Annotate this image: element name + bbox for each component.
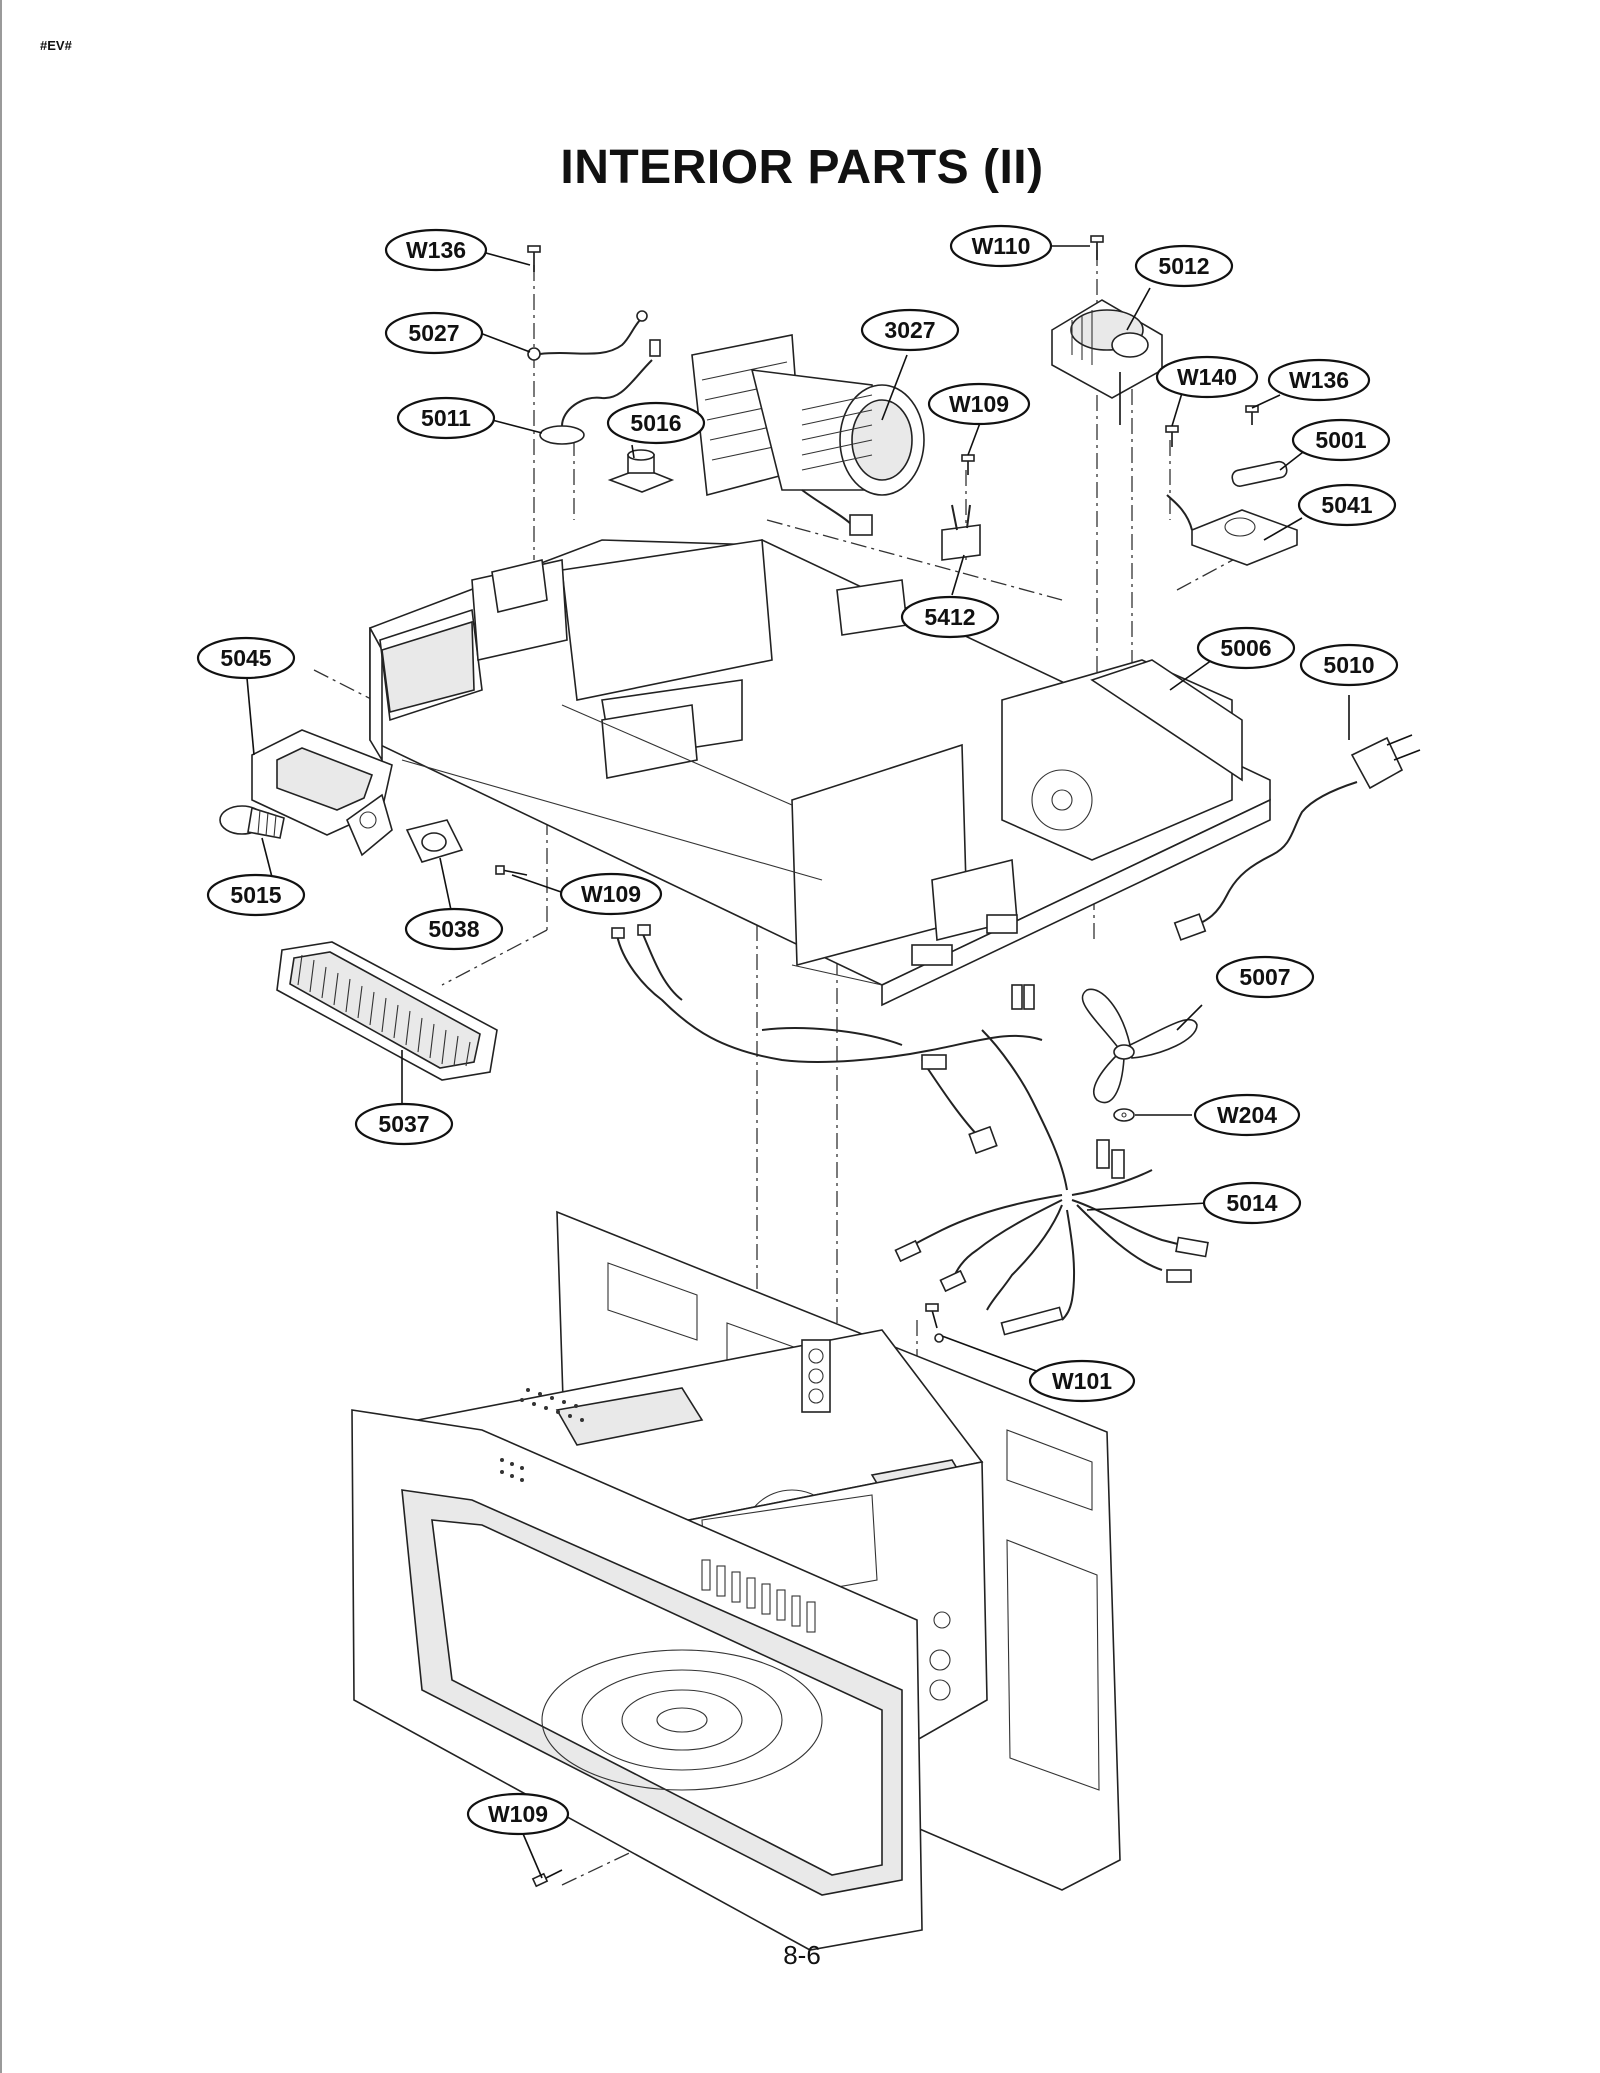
screw-w109-bottom [531, 1869, 563, 1888]
svg-text:W140: W140 [1177, 364, 1237, 390]
screw-w136-top [527, 245, 541, 272]
lamp-bracket-5045 [251, 729, 393, 857]
chassis-tray [368, 539, 1271, 1007]
svg-text:W136: W136 [406, 237, 466, 263]
callout-w140: W140 [1155, 355, 1259, 399]
callout-w136-top: W136 [384, 228, 488, 272]
callout-5014: 5014 [1202, 1181, 1302, 1225]
motor-5012 [1051, 299, 1163, 425]
svg-text:5007: 5007 [1239, 964, 1290, 990]
callout-3027: 3027 [860, 308, 960, 352]
callout-5045: 5045 [196, 636, 296, 680]
svg-text:5015: 5015 [230, 882, 281, 908]
nut-w204 [1113, 1108, 1135, 1122]
svg-text:5041: 5041 [1321, 492, 1372, 518]
callout-w109-motor: W109 [927, 382, 1031, 426]
callout-5037: 5037 [354, 1102, 454, 1146]
svg-text:5045: 5045 [220, 645, 271, 671]
vent-grille-5037 [276, 941, 498, 1081]
thermostat-5011 [539, 339, 661, 445]
fuse-5001 [1231, 460, 1288, 487]
main-harness-5014 [894, 1139, 1209, 1336]
svg-text:W109: W109 [949, 391, 1009, 417]
svg-text:W204: W204 [1217, 1102, 1277, 1128]
svg-text:5010: 5010 [1323, 652, 1374, 678]
callout-w204: W204 [1193, 1093, 1301, 1137]
svg-text:5001: 5001 [1315, 427, 1366, 453]
callout-5015: 5015 [206, 873, 306, 917]
power-cord-5010 [1173, 734, 1421, 941]
callout-w110: W110 [949, 224, 1053, 268]
callout-w101: W101 [1028, 1359, 1136, 1403]
wire-harness [611, 924, 1068, 1191]
callout-5041: 5041 [1297, 483, 1397, 527]
callout-5016: 5016 [606, 401, 706, 445]
svg-text:W110: W110 [972, 233, 1031, 259]
svg-text:3027: 3027 [884, 317, 935, 343]
callout-w109-lamp: W109 [559, 872, 663, 916]
svg-text:W136: W136 [1289, 367, 1349, 393]
page-number: 8-6 [783, 1940, 821, 1970]
svg-text:W109: W109 [488, 1801, 548, 1827]
svg-text:5038: 5038 [428, 916, 479, 942]
svg-text:5412: 5412 [924, 604, 975, 630]
document-tag: #EV# [40, 38, 72, 53]
screw-w140 [1165, 425, 1179, 447]
callout-5011: 5011 [396, 396, 496, 440]
callout-5006: 5006 [1196, 626, 1296, 670]
svg-text:5016: 5016 [630, 410, 681, 436]
fan-blade-5007 [1081, 988, 1198, 1104]
svg-text:5027: 5027 [408, 320, 459, 346]
page-title: INTERIOR PARTS (II) [560, 141, 1044, 194]
lamp-holder-5038 [405, 819, 464, 863]
callout-5010: 5010 [1299, 643, 1399, 687]
lamp-5015 [219, 805, 285, 839]
oven-cavity [351, 1210, 1121, 1951]
callout-5012: 5012 [1134, 244, 1234, 288]
screw-w101 [925, 1303, 944, 1343]
screw-w109-lamp [495, 865, 528, 876]
screw-w109-motor [961, 454, 975, 475]
callout-5027: 5027 [384, 311, 484, 355]
callout-5007: 5007 [1215, 955, 1315, 999]
callout-w136-right: W136 [1267, 358, 1371, 402]
svg-text:W109: W109 [581, 881, 641, 907]
sensor-5027 [527, 310, 648, 361]
callout-5001: 5001 [1291, 418, 1391, 462]
screw-w110 [1090, 235, 1104, 260]
svg-text:5037: 5037 [378, 1111, 429, 1137]
thermostat-5016 [607, 449, 675, 493]
svg-text:5006: 5006 [1220, 635, 1271, 661]
svg-text:5011: 5011 [421, 405, 471, 431]
svg-text:5014: 5014 [1226, 1190, 1277, 1216]
callout-w109-bottom: W109 [466, 1792, 570, 1836]
callout-5412: 5412 [900, 595, 1000, 639]
callout-5038: 5038 [404, 907, 504, 951]
relay-5412 [941, 504, 981, 561]
screw-w136-right [1245, 405, 1259, 425]
perforation-dots [500, 1388, 584, 1482]
svg-text:5012: 5012 [1158, 253, 1209, 279]
blower-motor-3027 [691, 334, 925, 536]
svg-text:W101: W101 [1052, 1368, 1112, 1394]
noise-filter-5041 [1166, 494, 1298, 566]
